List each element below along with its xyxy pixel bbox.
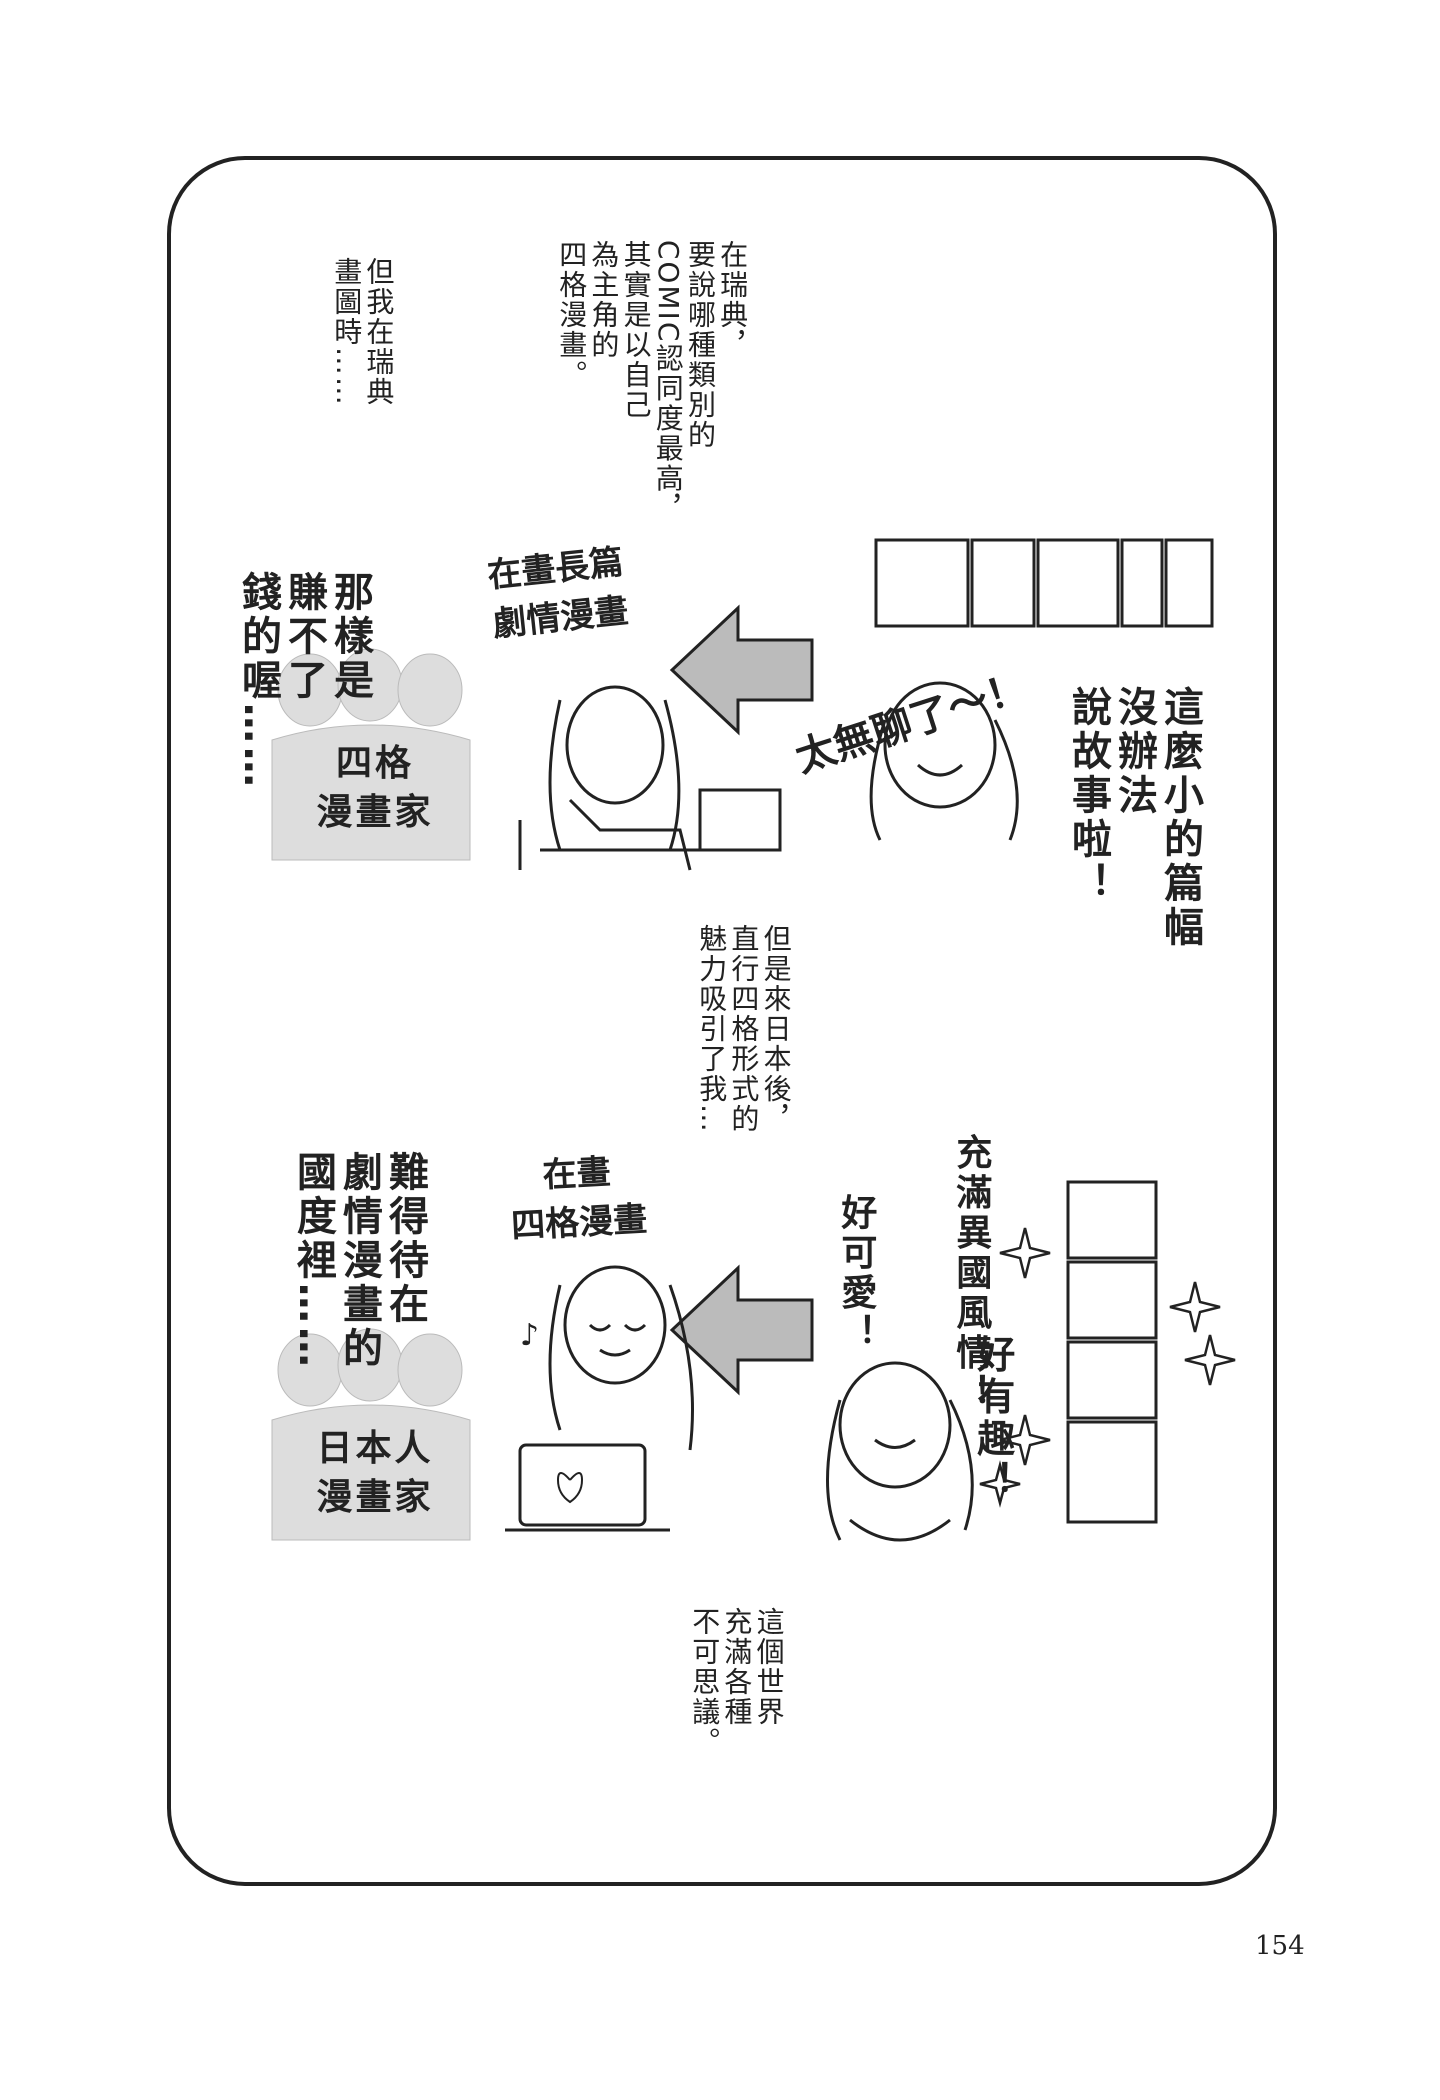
narration-line: 畫圖時…… bbox=[330, 256, 364, 407]
speech-line: 賺不了 bbox=[281, 570, 327, 703]
speech-complaint: 這麼小的篇幅 沒辦法 說故事啦！ bbox=[1065, 650, 1249, 950]
speech-line: 難得待在 bbox=[382, 1150, 428, 1327]
silhouette-group-bottom bbox=[271, 1328, 471, 1541]
arrow-left-icon bbox=[669, 1264, 814, 1396]
label-japanese-artists: 日本人 漫畫家 bbox=[280, 1425, 470, 1522]
label-line: 漫畫家 bbox=[316, 791, 434, 833]
sparkle-icon bbox=[979, 1227, 1236, 1508]
speech-group-remark-bottom: 難得待在 劇情漫畫的 國度裡…… bbox=[290, 1115, 474, 1371]
speech-group-remark-top: 那樣是 賺不了 錢的喔…… bbox=[235, 535, 419, 791]
music-note-icon: ♪ bbox=[520, 1318, 539, 1353]
label-line: 四格漫畫 bbox=[510, 1199, 649, 1247]
narration-line: 充滿各種 bbox=[720, 1606, 754, 1727]
narration-intro-continue: 但我在瑞典 畫圖時…… bbox=[330, 235, 427, 407]
narration-line: 其實是以自己 bbox=[619, 239, 653, 420]
silhouette-group-top bbox=[271, 648, 471, 861]
speech-line: 錢的喔…… bbox=[235, 570, 281, 791]
girl-happy bbox=[826, 1361, 974, 1542]
narration-line: 要說哪種類別的 bbox=[683, 239, 717, 450]
page-number: 154 bbox=[1255, 1931, 1305, 1961]
label-line: 在畫 bbox=[541, 1152, 612, 1196]
narration-line: 為主角的 bbox=[587, 239, 621, 360]
narration-line: 不可思議。 bbox=[688, 1606, 722, 1757]
arrow-left-icon bbox=[669, 604, 814, 736]
narration-closing: 這個世界 充滿各種 不可思議。 bbox=[688, 1585, 817, 1757]
speech-line: 好可愛！ bbox=[835, 1193, 877, 1354]
narration-line: 直行四格形式的 bbox=[727, 923, 761, 1134]
narration-line: 魅力吸引了我… bbox=[695, 923, 729, 1134]
speech-line: 沒辦法 bbox=[1111, 685, 1157, 818]
speech-fun: 好有趣！ bbox=[970, 1300, 1057, 1502]
label-four-panel-artists: 四格 漫畫家 bbox=[290, 740, 460, 837]
label-line: 四格 bbox=[335, 743, 414, 784]
speech-line: 這麼小的篇幅 bbox=[1157, 685, 1203, 950]
artist-drawing-longform bbox=[518, 685, 782, 871]
label-drawing-four-panel: 在畫 四格漫畫 bbox=[508, 1147, 649, 1253]
speech-line: 劇情漫畫的 bbox=[336, 1150, 382, 1371]
speech-line: 說故事啦！ bbox=[1065, 685, 1111, 906]
speech-line: 充滿異國風情！ bbox=[950, 1133, 992, 1414]
label-line: 漫畫家 bbox=[316, 1476, 434, 1518]
label-line: 日本人 bbox=[316, 1428, 434, 1469]
four-panel-strip-horizontal bbox=[874, 538, 1214, 628]
speech-cute: 好可愛！ bbox=[835, 1160, 918, 1353]
narration-line: 在瑞典， bbox=[716, 239, 750, 360]
narration-intro: 在瑞典， 要說哪種類別的 COMIC認同度最高， 其實是以自己 為主角的 四格漫… bbox=[555, 218, 780, 524]
speech-exotic: 充滿異國風情！ bbox=[950, 1100, 1033, 1413]
girl-bored bbox=[869, 681, 1019, 841]
label-drawing-longform: 在畫長篇 劇情漫畫 bbox=[485, 538, 631, 650]
narration-line: 四格漫畫。 bbox=[555, 239, 589, 390]
narration-line: 但是來日本後， bbox=[759, 923, 793, 1134]
speech-line: 那樣是 bbox=[327, 570, 373, 703]
speech-line: 國度裡…… bbox=[290, 1150, 336, 1371]
four-panel-strip-vertical bbox=[1066, 1180, 1158, 1524]
speech-line: 好有趣！ bbox=[970, 1334, 1015, 1503]
narration-line: 這個世界 bbox=[752, 1606, 786, 1727]
narration-middle: 但是來日本後， 直行四格形式的 魅力吸引了我… bbox=[695, 902, 824, 1134]
page-frame bbox=[167, 156, 1277, 1886]
artist-drawing-four-panel bbox=[505, 1265, 694, 1532]
narration-line: COMIC認同度最高， bbox=[651, 239, 685, 524]
narration-line: 但我在瑞典 bbox=[362, 256, 396, 407]
